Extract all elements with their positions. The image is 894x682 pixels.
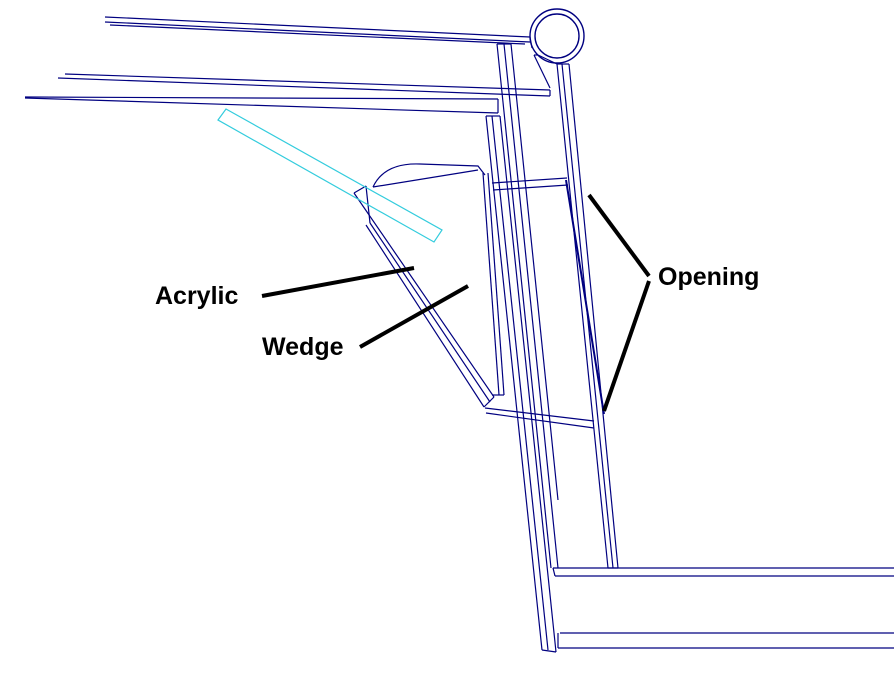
acrylic-frame — [353, 185, 495, 408]
opening-label: Opening — [658, 263, 760, 291]
left-vertical-post — [485, 115, 557, 653]
wedge — [372, 163, 505, 396]
cross-members — [484, 177, 595, 429]
wedge-label: Wedge — [262, 333, 344, 361]
leader-lines — [261, 193, 651, 412]
upper-roof-beam — [104, 16, 531, 45]
middle-vertical-post — [496, 43, 559, 569]
right-vertical-post — [556, 63, 619, 569]
hinge-bracket — [529, 36, 558, 89]
opening-leader-lower — [602, 280, 651, 412]
wedge-leader — [359, 284, 469, 349]
floor-beams — [552, 567, 894, 649]
opening-leader-upper — [587, 193, 651, 278]
lower-roof-beam — [24, 73, 551, 114]
acrylic-label: Acrylic — [155, 282, 239, 310]
acrylic-leader — [261, 266, 415, 298]
hinge-circle — [529, 8, 585, 64]
acrylic-glass-pane — [217, 108, 443, 243]
